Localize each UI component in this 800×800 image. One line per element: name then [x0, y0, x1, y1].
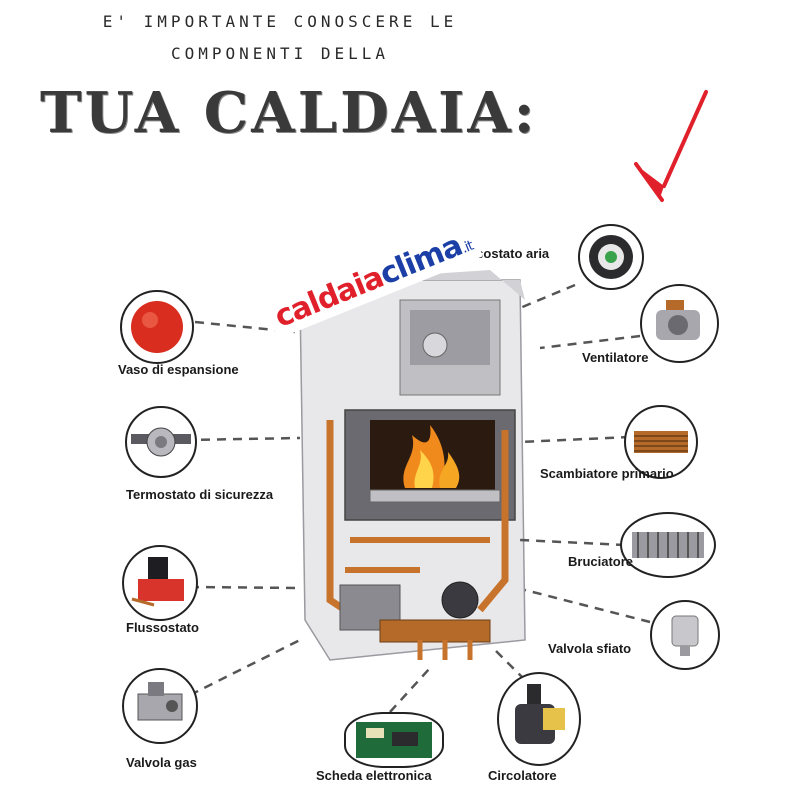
red-check-arrow-icon — [634, 90, 708, 202]
label-termostato-di-sicurezza: Termostato di sicurezza — [126, 487, 274, 502]
pressure-switch-icon — [589, 235, 633, 279]
termostato-image — [125, 406, 197, 478]
circuit-board-icon — [356, 722, 432, 758]
label-circolatore: Circolatore — [488, 768, 557, 783]
label-vaso-di-espansione: Vaso di espansione — [118, 362, 239, 377]
title-line-1: E' IMPORTANTE CONOSCERE LE — [102, 12, 458, 31]
expansion-vessel-icon — [131, 301, 183, 353]
label-ventilatore: Ventilatore — [582, 350, 649, 365]
pressostato-aria-image — [578, 224, 644, 290]
flussostato-image — [122, 545, 198, 621]
heat-exchanger-icon — [634, 431, 688, 453]
valvola-gas-image — [122, 668, 198, 744]
circulator-pump-icon — [515, 684, 565, 744]
page-title: TUA CALDAIA: — [40, 80, 538, 146]
thermostat-icon — [131, 427, 191, 457]
label-valvola-sfiato: Valvola sfiato — [548, 641, 632, 656]
label-flussostato: Flussostato — [126, 620, 199, 635]
scheda-elettronica-image — [344, 712, 444, 768]
air-vent-valve-icon — [671, 615, 699, 656]
title-line-2: COMPONENTI DELLA — [170, 44, 390, 63]
scambiatore-image — [624, 405, 698, 479]
label-scheda-elettronica: Scheda elettronica — [316, 768, 432, 783]
label-bruciatore: Bruciatore — [568, 554, 634, 569]
gas-valve-icon — [137, 682, 183, 721]
burner-icon — [632, 532, 704, 558]
flow-switch-icon — [131, 557, 184, 607]
label-valvola-gas: Valvola gas — [126, 755, 197, 770]
boiler-illustration — [299, 270, 526, 661]
bruciatore-image — [620, 512, 716, 578]
circolatore-image — [497, 672, 581, 766]
label-scambiatore-primario: Scambiatore primario — [540, 466, 674, 481]
valvola-sfiato-image — [650, 600, 720, 670]
fan-icon — [656, 300, 700, 340]
vaso-espansione-image — [120, 290, 194, 364]
ventilatore-image — [640, 284, 719, 363]
leader-lines — [184, 283, 651, 713]
